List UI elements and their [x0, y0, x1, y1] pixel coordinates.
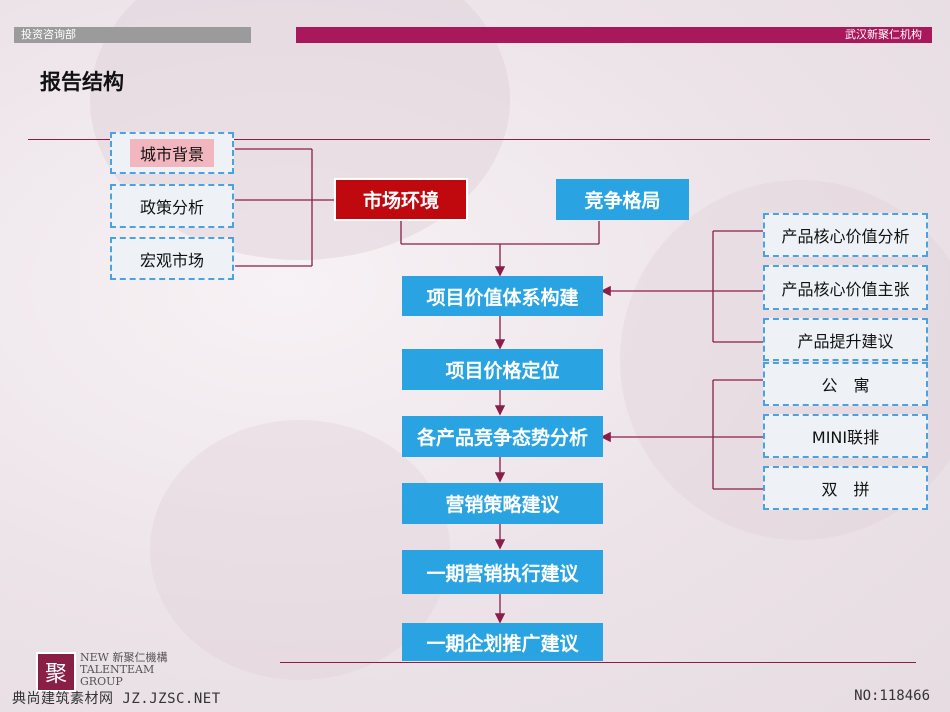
top-divider — [28, 139, 930, 140]
right-box-label: 产品核心价值主张 — [781, 279, 910, 299]
left-box-policy: 政策分析 — [110, 184, 234, 228]
flow-step: 一期企划推广建议 — [402, 623, 603, 661]
right-box-label: MINI联排 — [811, 428, 880, 447]
background-flower-deco — [150, 420, 450, 680]
left-box-label: 城市背景 — [129, 139, 214, 167]
right-box-label: 产品核心价值分析 — [781, 227, 910, 246]
logo-line: GROUP — [80, 675, 123, 688]
footer-watermark: 典尚建筑素材网 JZ.JZSC.NET — [12, 691, 221, 707]
left-box-label: 宏观市场 — [139, 250, 204, 270]
right-box-label: 双 拼 — [821, 480, 870, 499]
left-box-city-background: 城市背景 — [110, 132, 234, 174]
flow-step: 各产品竞争态势分析 — [402, 416, 603, 457]
flow-step: 项目价格定位 — [402, 349, 603, 390]
bottom-divider — [280, 662, 916, 663]
right-box-label: 产品提升建议 — [797, 331, 894, 351]
left-box-label: 政策分析 — [139, 198, 204, 217]
header-left-bar: 投资咨询部 — [14, 27, 251, 43]
competition-box: 竞争格局 — [556, 179, 689, 220]
header-right-label: 武汉新聚仁机构 — [845, 28, 922, 41]
header-left-label: 投资咨询部 — [21, 28, 76, 41]
flow-step: 一期营销执行建议 — [402, 550, 603, 594]
market-environment-box: 市场环境 — [334, 178, 468, 221]
right-box-mini-townhouse: MINI联排 — [763, 414, 928, 458]
right-box-label: 公 寓 — [821, 376, 870, 395]
flow-step: 营销策略建议 — [402, 483, 603, 524]
logo-line: TALENTEAM — [80, 663, 155, 676]
footer-number: NO:118466 — [854, 688, 930, 704]
header-right-bar: 武汉新聚仁机构 — [296, 27, 932, 43]
right-box-product-core-value-proposition: 产品核心价值主张 — [763, 265, 928, 310]
company-logo-text: NEW 新聚仁機構 TALENTEAM GROUP — [80, 652, 167, 688]
flow-step: 项目价值体系构建 — [402, 276, 603, 316]
left-box-macro-market: 宏观市场 — [110, 237, 234, 280]
right-box-apartment: 公 寓 — [763, 362, 928, 406]
right-box-product-improvement: 产品提升建议 — [763, 318, 928, 361]
page-title: 报告结构 — [40, 70, 124, 94]
right-box-product-core-value-analysis: 产品核心价值分析 — [763, 213, 928, 257]
right-box-semi-detached: 双 拼 — [763, 466, 928, 510]
company-logo-mark: 聚 — [36, 652, 76, 692]
logo-line: NEW 新聚仁機構 — [80, 651, 168, 664]
